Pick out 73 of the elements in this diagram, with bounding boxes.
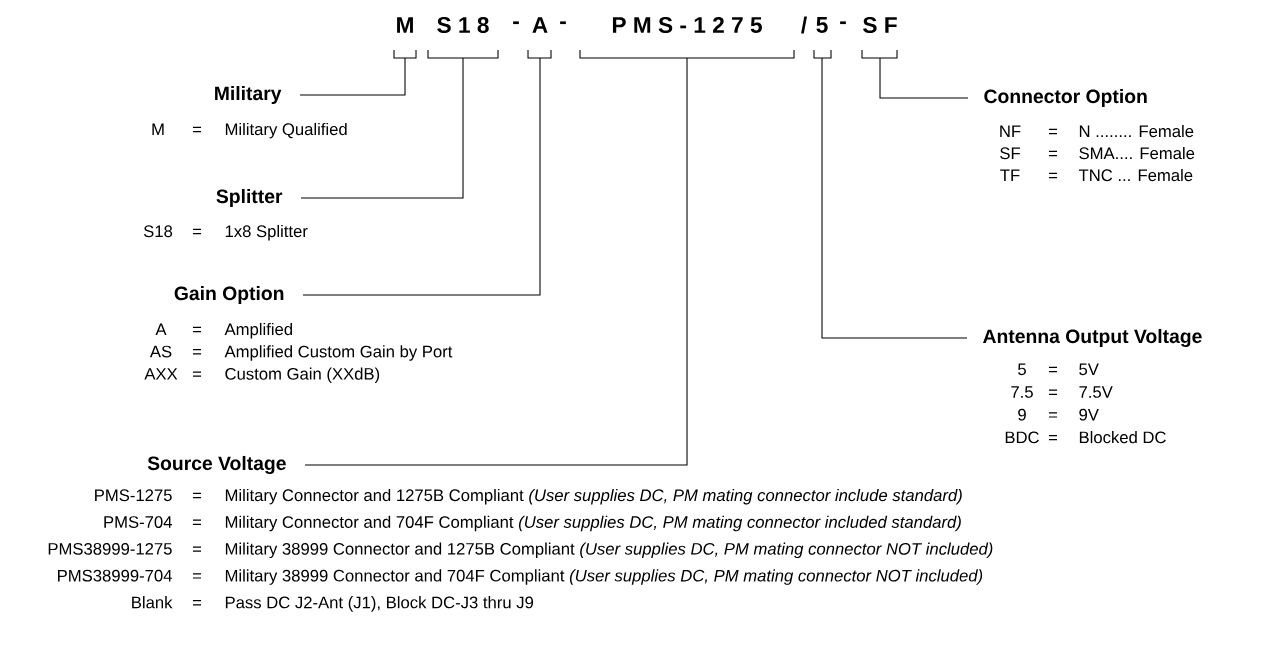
leader-line xyxy=(302,57,541,296)
category-heading: Military xyxy=(215,86,282,104)
option-code: NF xyxy=(1000,125,1021,137)
option-description: Military 38999 Connector and 704F Compliant (User supplies DC, PM mating connector NOT included) xyxy=(225,569,983,585)
equals-sign: = xyxy=(1048,389,1058,395)
equals-sign: = xyxy=(192,126,202,133)
option-code: 9 xyxy=(1018,408,1026,421)
leader-line xyxy=(304,57,688,466)
separator: - xyxy=(840,21,846,25)
option-code: A xyxy=(155,323,167,335)
separator: / xyxy=(801,16,807,34)
leader-line xyxy=(299,57,406,96)
option-description: Military Connector and 1275B Compliant (User supplies DC, PM mating connector include standard) xyxy=(225,488,962,505)
equals-sign: = xyxy=(192,371,202,377)
equals-sign: = xyxy=(1048,150,1058,157)
part-code: P M S - 1 2 7 5 xyxy=(612,16,762,34)
equals-sign: = xyxy=(1048,412,1058,418)
category-heading: Source Voltage xyxy=(147,455,286,475)
category-heading: Connector Option xyxy=(984,89,1147,107)
part-code: A xyxy=(532,17,548,33)
option-description: Amplified Custom Gain by Port xyxy=(224,345,453,361)
equals-sign: = xyxy=(192,349,202,355)
equals-sign: = xyxy=(1048,366,1058,373)
separator: - xyxy=(513,21,519,25)
equals-sign: = xyxy=(1048,434,1058,441)
option-code: S18 xyxy=(143,225,173,238)
part-code: S 1 8 xyxy=(437,16,489,34)
equals-sign: = xyxy=(192,519,202,525)
leader-line xyxy=(879,57,969,99)
equals-sign: = xyxy=(192,573,202,579)
option-code: AXX xyxy=(144,368,178,380)
option-code: 5 xyxy=(1018,363,1026,376)
option-description: N ........ Female xyxy=(1079,124,1194,138)
equals-sign: = xyxy=(1048,128,1058,135)
leader-line xyxy=(821,57,968,339)
equals-sign: = xyxy=(1048,172,1058,179)
part-code: S F xyxy=(863,16,897,34)
part-code: 5 xyxy=(816,17,828,33)
option-code: SF xyxy=(1000,147,1020,160)
option-code: PMS-1275 xyxy=(95,489,172,502)
equals-sign: = xyxy=(192,326,202,333)
option-description: Blocked DC xyxy=(1079,431,1166,444)
option-description: Amplified xyxy=(224,322,292,339)
category-heading: Gain Option xyxy=(174,286,284,304)
option-description: Military 38999 Connector and 1275B Compliant (User supplies DC, PM mating connector NOT included) xyxy=(225,542,993,559)
option-code: AS xyxy=(149,345,172,358)
option-description: 7.5V xyxy=(1079,386,1113,398)
equals-sign: = xyxy=(192,600,202,606)
option-code: PMS-704 xyxy=(104,516,172,528)
part-code: M xyxy=(397,17,413,33)
option-code: BDC xyxy=(1005,431,1039,444)
option-code: M xyxy=(152,123,164,135)
option-description: Pass DC J2-Ant (J1), Block DC-J3 thru J9 xyxy=(225,596,534,612)
option-description: TNC ... Female xyxy=(1078,168,1193,182)
option-code: PMS38999-1275 xyxy=(48,542,172,555)
option-description: Military Qualified xyxy=(225,122,347,139)
equals-sign: = xyxy=(192,228,202,235)
option-code: TF xyxy=(1000,169,1020,181)
option-description: 9V xyxy=(1079,408,1099,421)
equals-sign: = xyxy=(192,492,202,499)
option-code: PMS38999-704 xyxy=(58,569,172,582)
category-heading: Antenna Output Voltage xyxy=(983,328,1202,348)
option-description: 1x8 Splitter xyxy=(225,224,308,241)
option-description: SMA.... Female xyxy=(1079,146,1195,160)
option-description: Military Connector and 704F Compliant (User supplies DC, PM mating connector included standard) xyxy=(225,515,961,532)
equals-sign: = xyxy=(192,546,202,552)
option-code: Blank xyxy=(132,596,173,609)
separator: - xyxy=(560,21,566,25)
option-code: 7.5 xyxy=(1011,386,1033,398)
option-description: Custom Gain (XXdB) xyxy=(225,367,380,384)
category-heading: Splitter xyxy=(216,189,283,207)
option-description: 5V xyxy=(1079,363,1099,376)
leader-line xyxy=(300,57,464,199)
